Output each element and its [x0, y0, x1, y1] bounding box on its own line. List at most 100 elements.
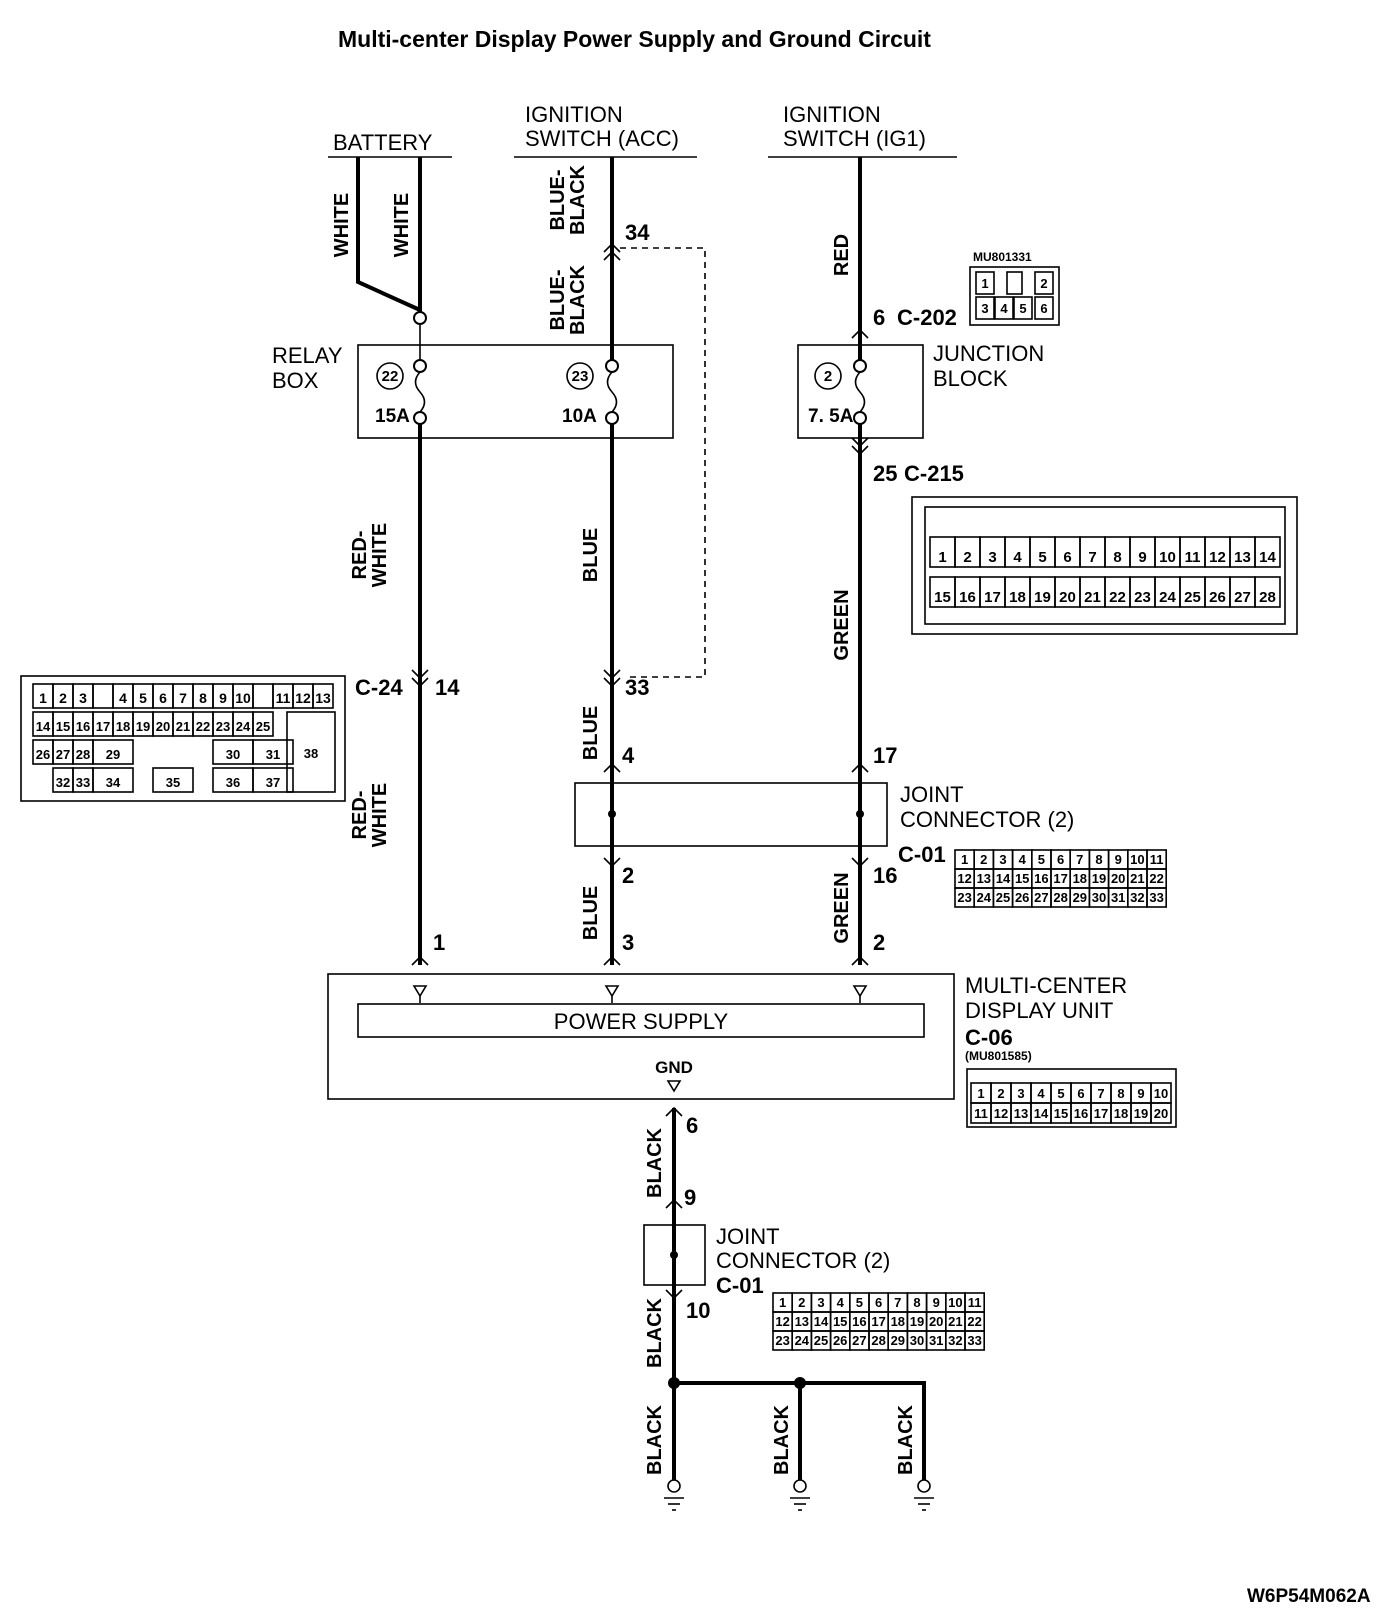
pin-number: 26: [833, 1333, 847, 1348]
fuse-22-top: [413, 359, 427, 373]
pin-number: 32: [948, 1333, 962, 1348]
wire-label-white-1: WHITE: [331, 193, 353, 257]
svg-text:1: 1: [981, 276, 988, 291]
pin-number: 25: [996, 890, 1010, 905]
pin-number: 1: [39, 690, 47, 706]
pin-number: 2: [59, 690, 67, 706]
fuse-22-number: 22: [382, 368, 399, 385]
pin-number: 36: [226, 775, 240, 790]
jc2-node: [670, 1251, 678, 1259]
pin-number: 27: [852, 1333, 866, 1348]
pin-number: 7: [894, 1295, 901, 1310]
pin-number: 32: [56, 775, 70, 790]
c215-label: C-215: [904, 461, 964, 486]
pin-number: 3: [999, 852, 1006, 867]
pin-number: 16: [1074, 1106, 1088, 1121]
pin-number: 28: [76, 747, 90, 762]
pin-cell: [1254, 536, 1281, 568]
pin-number: 18: [1114, 1106, 1128, 1121]
pin-number: 5: [1057, 1086, 1064, 1101]
pin-number: 12: [994, 1106, 1008, 1121]
pin-number: 6: [875, 1295, 882, 1310]
pin-number: 14: [1259, 549, 1276, 566]
pin-number: 23: [775, 1333, 789, 1348]
power-supply-label: POWER SUPPLY: [554, 1009, 729, 1034]
connector-34-mark: [603, 242, 621, 261]
svg-text:5: 5: [1019, 301, 1026, 316]
pin-number: 4: [1037, 1086, 1045, 1101]
pin-number: 19: [1134, 1106, 1148, 1121]
pin-number: 16: [76, 719, 90, 734]
c202-label: C-202: [897, 305, 957, 330]
wire-label-red-white-2: RED-: [349, 791, 371, 840]
pin-number: 27: [56, 747, 70, 762]
wire-label-red: RED: [831, 234, 853, 276]
jc-mark-17: [851, 762, 869, 773]
jc-mark-16: [851, 857, 869, 868]
battery-label: BATTERY: [333, 130, 433, 155]
pin-number: 17: [871, 1314, 885, 1329]
fuse-2-amp: 7. 5A: [808, 406, 854, 427]
pin-number: 22: [196, 719, 210, 734]
pin-number: 28: [1053, 890, 1067, 905]
pin-number: 14: [1034, 1106, 1049, 1121]
svg-text:2: 2: [1040, 276, 1047, 291]
c24-big-pin: 38: [304, 746, 318, 761]
c24-big-cell: [286, 711, 336, 793]
fuse-23-element: [606, 371, 618, 413]
pin-number: 15: [1054, 1106, 1068, 1121]
pin-34: 34: [625, 220, 650, 245]
pin-cell: [1146, 887, 1168, 908]
c215-mark: [851, 437, 869, 456]
wire-label-blue-1: BLUE: [580, 528, 602, 582]
pin-number: 6: [1077, 1086, 1084, 1101]
pin-number: 16: [852, 1314, 866, 1329]
pin-number: 10: [1130, 852, 1144, 867]
pin-number: 2: [980, 852, 987, 867]
pin-number: 25: [256, 719, 270, 734]
jc-mark-4: [603, 762, 621, 773]
pin-number: 2: [798, 1295, 805, 1310]
pin-number: 11: [968, 1295, 982, 1310]
c24-mark-33: [603, 669, 621, 688]
jc-c01: C-01: [898, 842, 946, 867]
pin-number: 34: [106, 775, 121, 790]
wire-label-black-2: BLACK: [644, 1297, 666, 1368]
mcd-pin-2: 2: [873, 930, 885, 955]
pin-number: 8: [1117, 1086, 1124, 1101]
joint-connector-upper: [574, 782, 888, 847]
c24-label: C-24: [355, 675, 403, 700]
pin-number: 23: [1134, 589, 1151, 606]
pin-number: 11: [1150, 852, 1164, 867]
pin-cell: [1150, 1102, 1172, 1124]
pin-cell: [312, 683, 334, 709]
jc-pin-2: 2: [622, 863, 634, 888]
pin-number: 8: [199, 690, 207, 706]
pin-number: 16: [1034, 871, 1048, 886]
pin-number: 10: [948, 1295, 962, 1310]
wire-label-black-5: BLACK: [895, 1404, 917, 1475]
pin-number: 24: [236, 719, 251, 734]
fuse-23-number: 23: [572, 368, 589, 385]
fuse-2-number: 2: [824, 368, 832, 385]
pin-number: 5: [139, 690, 147, 706]
c215-inner: [924, 506, 1286, 625]
gnd-label: GND: [655, 1058, 693, 1077]
pin-number: 9: [1115, 852, 1122, 867]
pin-number: 1: [977, 1086, 984, 1101]
pin-number: 21: [176, 719, 190, 734]
pin-number: 6: [159, 690, 167, 706]
pin-number: 7: [1097, 1086, 1104, 1101]
pin-number: 19: [136, 719, 150, 734]
pin-cell: [964, 1330, 986, 1351]
jc2-mark-9: [665, 1198, 683, 1209]
pin-number: 22: [1149, 871, 1163, 886]
acc-label-2: SWITCH (ACC): [525, 126, 679, 151]
pin-number: 5: [1038, 549, 1046, 566]
pin-number: 21: [1084, 589, 1101, 606]
pin-number: 20: [929, 1314, 943, 1329]
pin-number: 13: [795, 1314, 809, 1329]
